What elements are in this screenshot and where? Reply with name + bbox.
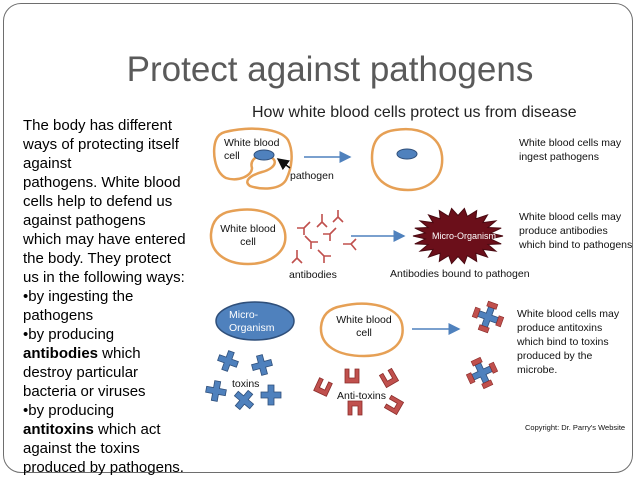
copyright-note: Copyright: Dr. Parry's Website bbox=[525, 423, 626, 432]
body-text-fragment: ways of protecting itself bbox=[23, 136, 179, 153]
body-text-fragment: cells help to defend us bbox=[23, 193, 173, 210]
row2-caption: White blood cells may produce antibodies… bbox=[519, 211, 633, 251]
row1-caption: White blood cells may ingest pathogens bbox=[519, 137, 622, 163]
body-text-line: pathogens bbox=[23, 306, 201, 325]
body-text-line: •by producing bbox=[23, 325, 201, 344]
body-text-fragment: pathogens. White blood bbox=[23, 174, 181, 191]
micro-organism-oval bbox=[215, 301, 295, 341]
row2-cell-label: White blood cell bbox=[220, 223, 276, 248]
body-text-bold-term: antibodies bbox=[23, 345, 99, 362]
body-text-line: produced by pathogens. bbox=[23, 458, 201, 477]
body-text-line: •by producing bbox=[23, 401, 201, 420]
micro-organism-with-antibodies bbox=[412, 207, 504, 265]
toxins-label: toxins bbox=[232, 378, 260, 390]
neutralised-toxin-1 bbox=[471, 300, 505, 334]
body-text-fragment: bacteria or viruses bbox=[23, 383, 146, 400]
diagram-title: How white blood cells protect us from di… bbox=[252, 104, 577, 121]
body-text-bold-term: antitoxins bbox=[23, 421, 94, 438]
body-text-fragment: which act bbox=[93, 421, 161, 438]
white-blood-cell-3 bbox=[319, 302, 404, 358]
body-text-fragment: The body has different bbox=[23, 117, 172, 134]
toxins-group bbox=[205, 350, 282, 411]
antitoxins-group bbox=[313, 367, 405, 416]
antitoxins-label: Anti-toxins bbox=[337, 390, 387, 402]
row3-microbe-label: Micro-Organism bbox=[229, 309, 275, 334]
body-text-line: which may have entered bbox=[23, 230, 201, 249]
body-text-line: against the toxins bbox=[23, 439, 201, 458]
body-text-line: bacteria or viruses bbox=[23, 382, 201, 401]
body-text-line: antibodies which bbox=[23, 344, 201, 363]
body-text-line: the body. They protect bbox=[23, 249, 201, 268]
body-text-fragment: pathogens bbox=[23, 307, 94, 324]
row2-microbe-label: Micro-Organism bbox=[432, 231, 497, 241]
body-text-fragment: •by ingesting the bbox=[23, 288, 134, 305]
white-blood-cell-engulfing bbox=[212, 127, 293, 190]
body-text-fragment: us in the following ways: bbox=[23, 269, 185, 286]
body-text-line: us in the following ways: bbox=[23, 268, 201, 287]
white-blood-cell-2 bbox=[209, 208, 287, 266]
row3-caption: White blood cells may produce antitoxins… bbox=[517, 308, 620, 376]
pathogen-shape bbox=[253, 149, 275, 161]
body-text-fragment: the body. They protect bbox=[23, 250, 171, 267]
ingested-pathogen-shape bbox=[396, 148, 418, 160]
body-text-line: The body has different bbox=[23, 116, 201, 135]
body-text-line: •by ingesting the bbox=[23, 287, 201, 306]
body-text-fragment: destroy particular bbox=[23, 364, 139, 381]
body-text-line: against bbox=[23, 154, 201, 173]
body-text-line: ways of protecting itself bbox=[23, 135, 201, 154]
body-text-line: cells help to defend us bbox=[23, 192, 201, 211]
white-blood-cell-after-ingestion bbox=[370, 127, 444, 192]
body-text-fragment: which bbox=[98, 345, 141, 362]
antibodies-group bbox=[291, 210, 357, 264]
body-text-line: against pathogens bbox=[23, 211, 201, 230]
body-text-fragment: against the toxins bbox=[23, 440, 140, 457]
body-text-fragment: which may have entered bbox=[23, 231, 186, 248]
slide-title: Protect against pathogens bbox=[126, 50, 534, 89]
row3-cell-label: White blood cell bbox=[336, 314, 392, 339]
slide-frame bbox=[3, 3, 633, 473]
body-text: The body has different ways of protecting… bbox=[23, 116, 201, 477]
body-text-fragment: against pathogens bbox=[23, 212, 146, 229]
neutralised-toxin-2 bbox=[465, 356, 499, 390]
body-text-line: antitoxins which act bbox=[23, 420, 201, 439]
body-text-fragment: •by producing bbox=[23, 326, 115, 343]
body-text-line: destroy particular bbox=[23, 363, 201, 382]
pathogen-pointer-arrow bbox=[276, 158, 291, 171]
row1-cell-label: White blood cell bbox=[224, 137, 280, 162]
antibodies-label: antibodies bbox=[289, 269, 337, 281]
body-text-fragment: produced by pathogens. bbox=[23, 459, 184, 476]
pathogen-label: pathogen bbox=[290, 170, 334, 182]
bound-antibodies-label: Antibodies bound to pathogen bbox=[390, 268, 530, 280]
body-text-fragment: against bbox=[23, 155, 72, 172]
body-text-fragment: •by producing bbox=[23, 402, 115, 419]
body-text-line: pathogens. White blood bbox=[23, 173, 201, 192]
